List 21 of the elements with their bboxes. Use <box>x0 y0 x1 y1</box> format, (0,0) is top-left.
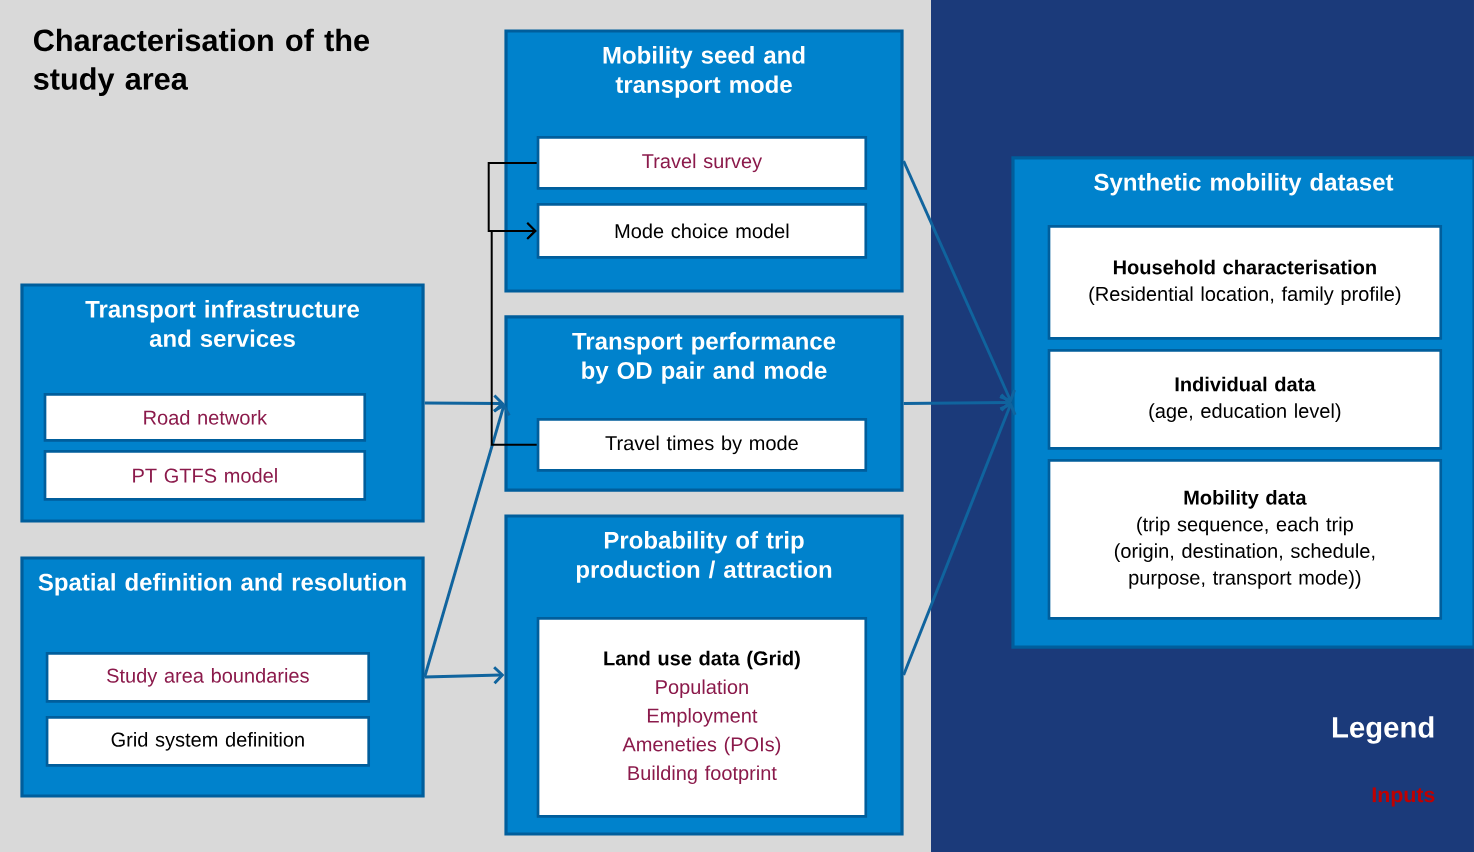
item-box: PT GTFS model <box>43 450 367 501</box>
item-box: Mode choice model <box>536 203 868 259</box>
item-box: Study area boundaries <box>45 652 370 703</box>
item-box: Travel survey <box>536 136 868 190</box>
arrow <box>490 221 538 446</box>
item-box: Travel times by mode <box>536 418 868 472</box>
item-box: Household characterisation (Residential location, family profile) <box>1047 225 1443 340</box>
arrow <box>423 403 511 678</box>
item-box: Land use data (Grid) Population Employment Ameneties (POIs) Building footprint <box>536 617 868 818</box>
arrow <box>902 402 1017 676</box>
arrow <box>424 666 505 685</box>
item-box: Individual data (age, education level) <box>1047 349 1443 450</box>
arrow <box>424 394 505 413</box>
arrow <box>902 160 1016 403</box>
heading: Characterisation of the study area <box>33 28 370 96</box>
arrow <box>903 393 1012 412</box>
item-box: Mobility data (trip sequence, each trip (origin, destination, schedule, purpose, transport mode)) <box>1047 459 1443 620</box>
legend-entry: Inputs <box>1372 787 1435 807</box>
item-box: Grid system definition <box>45 716 370 767</box>
item-box: Road network <box>43 393 367 442</box>
legend-title: Legend <box>1332 716 1434 744</box>
